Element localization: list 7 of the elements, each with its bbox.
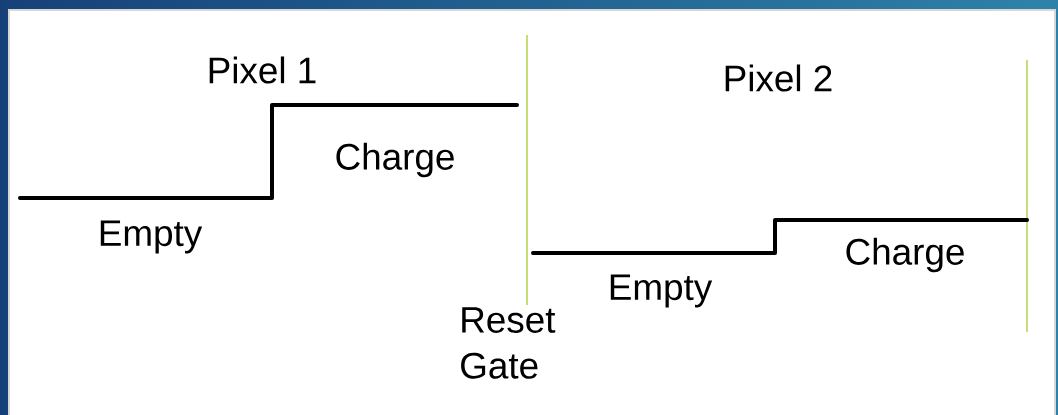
level-label: Charge <box>336 142 454 178</box>
pixel-label: Pixel 2 <box>725 64 832 92</box>
level-label: Empty <box>610 274 713 308</box>
level-label: Empty <box>100 220 203 254</box>
gate-label: Reset Gate <box>461 307 556 379</box>
level-label: Charge <box>846 237 964 273</box>
pixel-label: Pixel 1 <box>209 56 316 84</box>
